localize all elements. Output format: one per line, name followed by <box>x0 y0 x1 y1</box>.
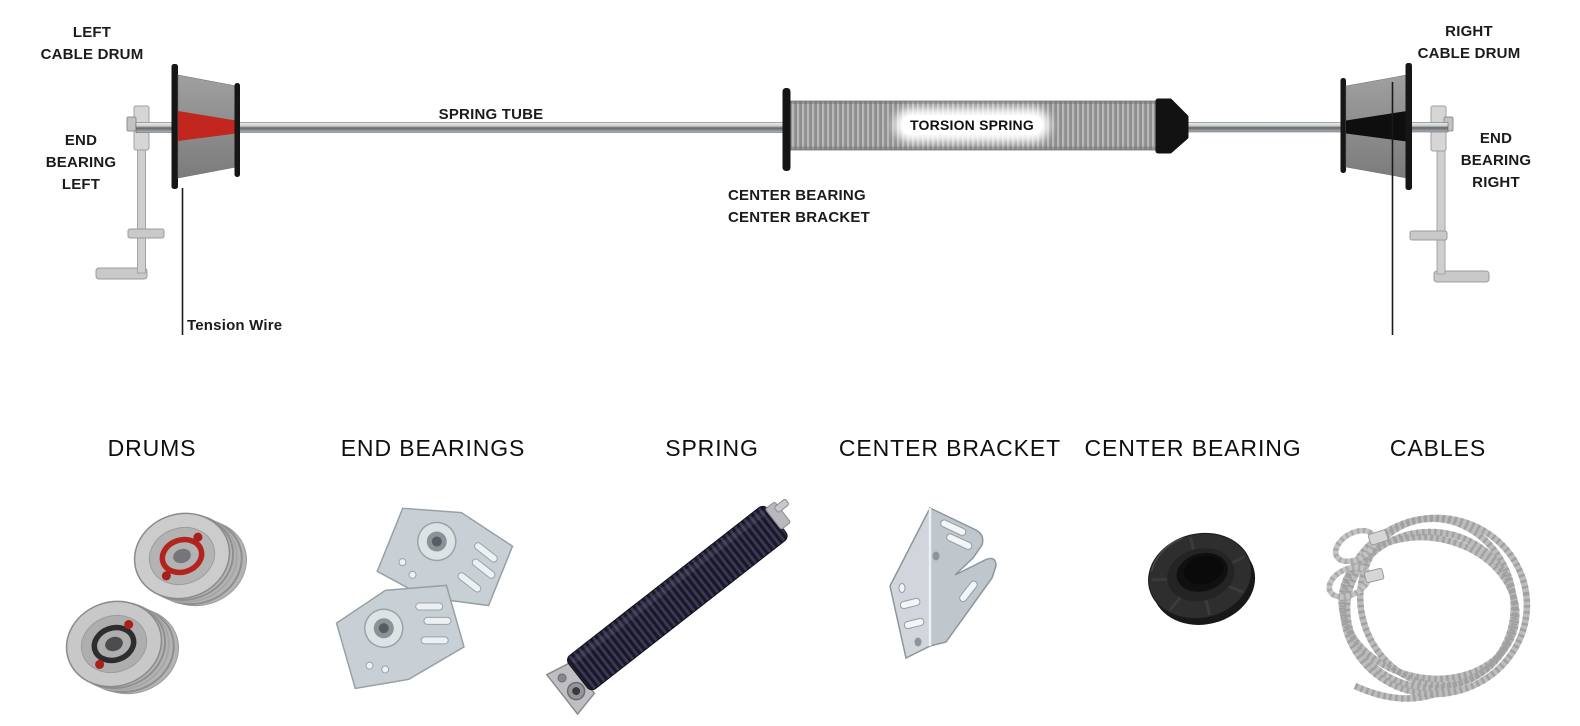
lift-cables-photo <box>1326 514 1531 702</box>
center-bracket-bar <box>782 88 791 171</box>
drum-top <box>133 512 247 607</box>
cable-coil <box>1338 514 1531 702</box>
center-bearing-photo <box>1148 532 1256 625</box>
tension-wire-label: Tension Wire <box>187 317 283 334</box>
spring-end-fitting <box>765 499 791 530</box>
left-drum-inner-flange <box>234 83 240 177</box>
parts-label-center-bearing: CENTER BEARING <box>1084 435 1302 461</box>
left-bracket-foot <box>95 267 148 280</box>
bracket-right-face <box>929 506 997 647</box>
spring-coil-body <box>567 505 788 691</box>
end-bearing-plate-lower <box>330 573 470 694</box>
left-drum-red-cone <box>178 111 236 141</box>
right-cable-drum <box>1340 63 1412 190</box>
left-cable-drum <box>171 64 240 189</box>
end-bearing-left-bracket <box>95 105 165 280</box>
parts-label-center-bracket: CENTER BRACKET <box>838 435 1062 461</box>
parts-label-cables: CABLES <box>1389 435 1487 461</box>
parts-label-end-bearings: END BEARINGS <box>340 435 526 461</box>
right-drum-inner-flange <box>1340 78 1346 173</box>
right-bracket-foot <box>1433 270 1490 283</box>
left-bracket-cross <box>127 228 165 239</box>
torsion-spring-photo <box>545 499 791 716</box>
left-cable-drum-label: LEFT CABLE DRUM <box>40 24 144 63</box>
parts-label-drums: DRUMS <box>107 435 197 461</box>
center-bracket-photo <box>889 506 997 660</box>
cable-drums-photo <box>65 512 247 695</box>
bracket-left-face <box>889 507 931 660</box>
right-cable-drum-label: RIGHT CABLE DRUM <box>1417 23 1521 62</box>
right-bracket-post <box>1436 139 1446 275</box>
winding-cone <box>1155 98 1189 154</box>
spring-winding-cone-fitting <box>545 661 596 716</box>
right-bracket-cross <box>1409 230 1448 241</box>
cable-end-loops <box>1326 527 1389 600</box>
end-bearing-right-label: END BEARING RIGHT <box>1460 130 1532 191</box>
spring-tube-label: SPRING TUBE <box>438 106 544 123</box>
end-bearing-left-label: END BEARING LEFT <box>45 132 117 193</box>
right-drum-outer-flange <box>1405 63 1412 190</box>
left-bracket-post <box>137 139 146 274</box>
left-drum-outer-flange <box>171 64 178 189</box>
drum-bottom <box>65 600 179 695</box>
left-bearing-bolt <box>126 116 137 132</box>
torsion-spring-label: TORSION SPRING <box>901 115 1043 135</box>
parts-label-spring: SPRING <box>665 435 759 461</box>
center-bearing-bracket-label: CENTER BEARING CENTER BRACKET <box>728 187 870 226</box>
end-bearing-plates-photo <box>330 494 518 694</box>
